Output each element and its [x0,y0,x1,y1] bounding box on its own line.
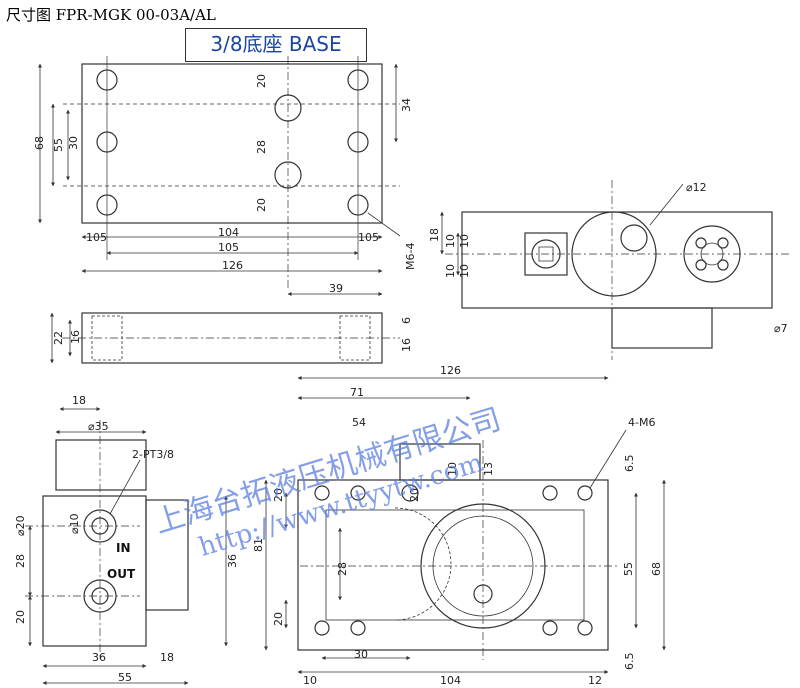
dim-label: M6-4 [404,243,417,270]
drawing-title: 尺寸图 FPR-MGK 00-03A/AL [6,6,216,24]
dim-label: 126 [440,364,461,377]
dim-label: 18 [428,228,441,242]
dim-label: ⌀20 [14,515,27,536]
mount-hole [96,69,118,91]
dim-label: 22 [52,331,65,345]
dim-label: 10 [444,234,457,248]
dim-label: 68 [33,136,46,150]
end-view [25,407,228,685]
dim-label: 20 [272,612,285,626]
dim-label: 28 [336,562,349,576]
dim-label: 10 [444,264,457,278]
dim-label: 39 [329,282,343,295]
dim-label: 105 [86,231,107,244]
dim-label: 30 [67,136,80,150]
right-view [440,180,790,360]
dim-label: 13 [482,462,495,476]
end-view-boss [145,499,189,611]
dim-label: 36 [226,554,239,568]
dim-label: 10 [446,462,459,476]
dim-label: 104 [440,674,461,687]
watermark: 上海台拓液压机械有限公司 http://www.ttyytw.com [150,402,505,563]
dim-label: 6.5 [623,653,636,671]
mount-hole [347,194,369,216]
boss-top [399,443,481,481]
dim-label: 10 [458,234,471,248]
dim-label: 71 [350,386,364,399]
top-view-body [81,63,383,224]
dim-label: 20 [14,610,27,624]
out-label: OUT [107,567,136,581]
dim-label: 2-PT3/8 [132,448,174,461]
end-view-top [55,439,147,491]
dim-label: 4-M6 [628,416,655,429]
dim-label: 55 [622,562,635,576]
dim-label: 105 [218,241,239,254]
inner-recess [325,509,585,621]
port-hole [274,94,302,122]
dim-label: 20 [255,198,268,212]
dim-label: 104 [218,226,239,239]
dim-label: 20 [272,488,285,502]
in-label: IN [116,541,131,555]
dim-label: 12 [588,674,602,687]
dim-label: 6 [400,317,413,324]
dim-label: 68 [650,562,663,576]
dim-label: ⌀7 [774,322,788,335]
dim-label: 28 [255,140,268,154]
dim-label: 105 [358,231,379,244]
dim-label: 55 [118,671,132,684]
dim-label: 36 [92,651,106,664]
dim-label: ⌀12 [686,181,707,194]
dim-label: 81 [252,538,265,552]
dim-label: 30 [354,648,368,661]
dim-label: 126 [222,259,243,272]
drawing-subtitle: 3/8底座 BASE [185,28,367,62]
dim-label: 28 [14,554,27,568]
top-view [38,56,401,290]
side-view [50,292,400,364]
base-plan-view [264,376,666,674]
dim-label: 20 [255,74,268,88]
mount-hole [96,131,118,153]
dim-label: 54 [352,416,366,429]
dim-label: ⌀10 [68,513,81,534]
dim-label: 10 [458,264,471,278]
dim-label: 55 [52,138,65,152]
mount-hole [347,131,369,153]
dim-label: 18 [160,651,174,664]
dim-label: 18 [72,394,86,407]
boss [611,307,713,349]
dim-label: 10 [303,674,317,687]
port-hole [274,161,302,189]
dim-label: 20 [408,488,421,502]
mount-hole [347,69,369,91]
dim-label: 16 [400,338,413,352]
mount-hole [96,194,118,216]
dim-label: 16 [69,330,82,344]
dim-label: 6.5 [623,455,636,473]
dim-label: 34 [400,98,413,112]
dim-label: ⌀35 [88,420,109,433]
